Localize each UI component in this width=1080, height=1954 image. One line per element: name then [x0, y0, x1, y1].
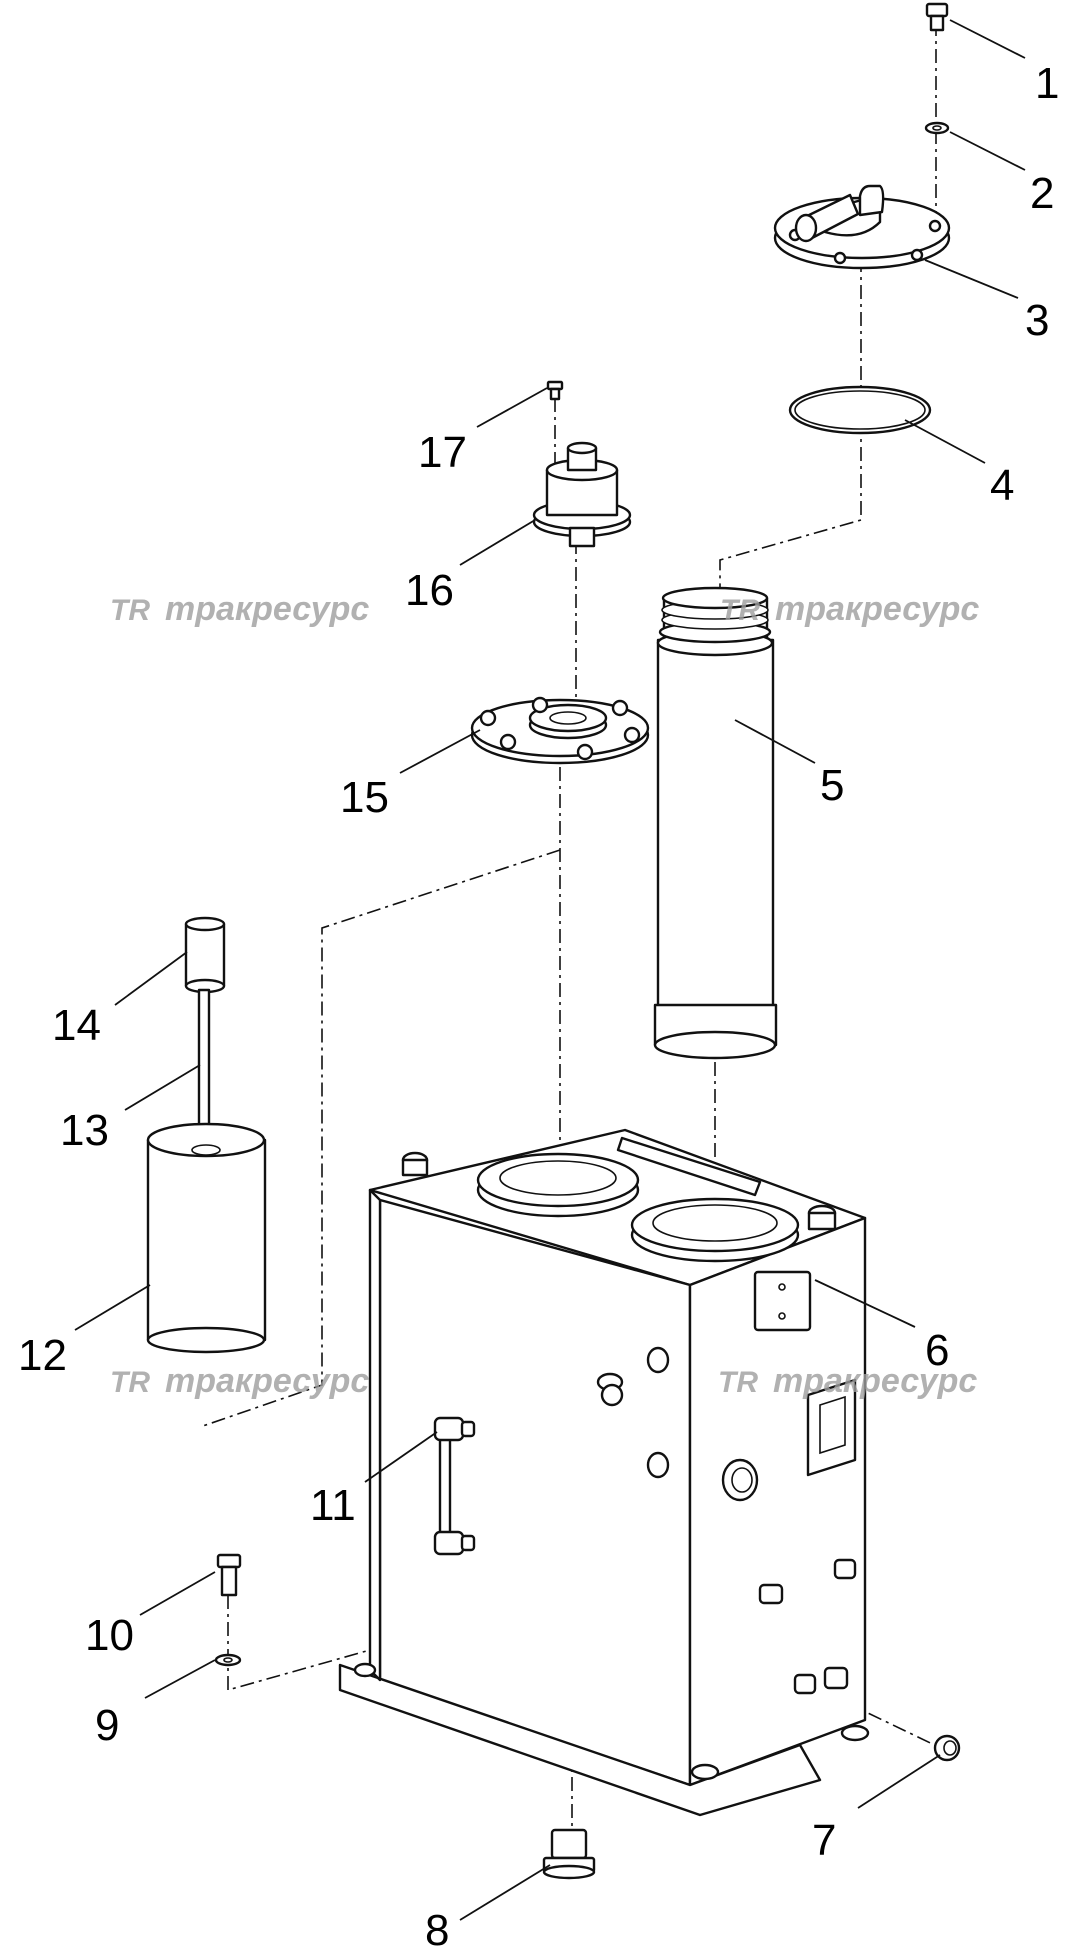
part-4-o-ring — [788, 385, 932, 435]
callout-11: 11 — [310, 1481, 356, 1530]
watermark-logo: TR — [720, 594, 760, 627]
callout-2: 2 — [1030, 169, 1054, 218]
callout-12: 12 — [18, 1331, 67, 1380]
callout-8: 8 — [425, 1906, 449, 1954]
part-10-bolt — [216, 1553, 242, 1597]
part-8-drain-plug — [542, 1828, 596, 1880]
callout-14: 14 — [52, 1001, 101, 1050]
callout-10: 10 — [85, 1611, 134, 1660]
watermark-logo: TR — [718, 1366, 758, 1399]
callout-5: 5 — [820, 761, 844, 810]
part-2-washer — [924, 121, 950, 135]
watermark-bottom-left: TR тракресурс — [110, 1362, 369, 1400]
part-15-flange-plate — [470, 696, 650, 765]
part-6-tank — [338, 1128, 870, 1817]
watermark-bottom-right: TR тракресурс — [718, 1362, 977, 1400]
part-7-plug — [933, 1734, 961, 1762]
callout-7: 7 — [812, 1816, 836, 1865]
callout-3: 3 — [1025, 296, 1049, 345]
watermark-text: тракресурс — [775, 590, 979, 628]
part-9-washer — [214, 1653, 242, 1667]
watermark-top-right: TR тракресурс — [720, 590, 979, 628]
callout-6: 6 — [925, 1326, 949, 1375]
part-17-screw — [546, 380, 564, 401]
watermark-top-left: TR тракресурс — [110, 590, 369, 628]
callout-1: 1 — [1035, 59, 1059, 108]
watermark-text: тракресурс — [165, 590, 369, 628]
callout-13: 13 — [60, 1106, 109, 1155]
callout-16: 16 — [405, 566, 454, 615]
callout-17: 17 — [418, 428, 467, 477]
part-3-cover-elbow — [773, 184, 951, 270]
part-12-filter-element — [146, 1122, 267, 1354]
callout-9: 9 — [95, 1701, 119, 1750]
leader-lines — [74, 19, 1026, 1921]
watermark-logo: TR — [110, 594, 150, 627]
watermark-text: тракресурс — [773, 1362, 977, 1400]
part-5-filter-tube — [653, 586, 778, 1060]
part-16-sensor — [532, 441, 632, 548]
watermark-logo: TR — [110, 1366, 150, 1399]
part-11-level-gauge — [433, 1383, 624, 1556]
callout-labels: 1 2 3 4 5 6 7 8 9 10 11 12 13 14 15 16 1… — [18, 59, 1059, 1954]
callout-4: 4 — [990, 461, 1014, 510]
callout-15: 15 — [340, 773, 389, 822]
part-1-bolt — [925, 2, 949, 32]
watermark-text: тракресурс — [165, 1362, 369, 1400]
part-14-cap — [184, 916, 226, 994]
